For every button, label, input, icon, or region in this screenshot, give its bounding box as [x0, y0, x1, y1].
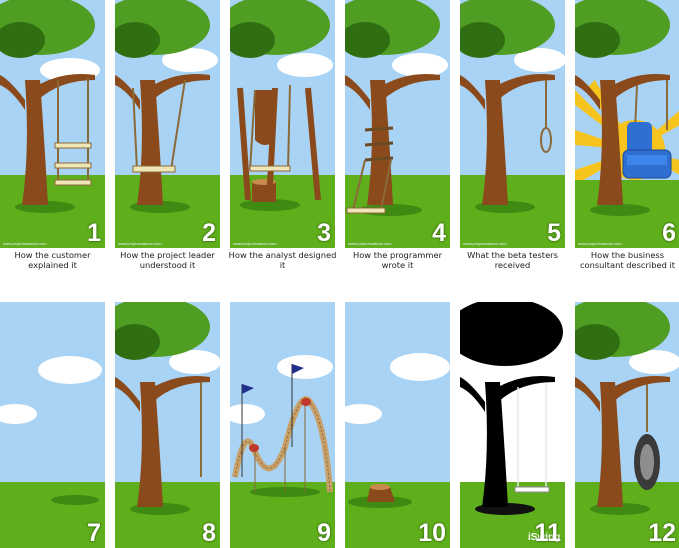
credit-text: www.projectcartoon.com: [578, 241, 622, 246]
credit-text: www.projectcartoon.com: [118, 241, 162, 246]
panel-6: www.projectcartoon.com 6: [575, 0, 679, 248]
panel-2: www.projectcartoon.com 2: [115, 0, 220, 248]
empty-field-illustration: [0, 302, 105, 548]
panel-3: www.projectcartoon.com 3: [230, 0, 335, 248]
tree-swing-illustration: [345, 0, 450, 248]
silhouette-swing-illustration: [460, 302, 565, 548]
tree-stump-illustration: [345, 302, 450, 548]
panel-caption: How the customer explained it: [14, 250, 91, 270]
panel-number: 6: [662, 219, 676, 247]
panel-number: 7: [87, 519, 101, 547]
panel-number: 12: [648, 519, 676, 547]
tree-swing-illustration: [460, 0, 565, 248]
tire-swing-illustration: [575, 302, 679, 548]
panel-10: 10: [345, 302, 450, 548]
panel-number: 11: [534, 519, 561, 547]
panel-8: 8: [115, 302, 220, 548]
panel-1: www.projectcartoon.com 1: [0, 0, 105, 248]
panel-number: 4: [432, 219, 446, 247]
rollercoaster-illustration: [230, 302, 335, 548]
brand-label: iSwing: [528, 532, 561, 543]
panel-9: 9: [230, 302, 335, 548]
panel-number: 2: [202, 219, 216, 247]
panel-5: www.projectcartoon.com 5: [460, 0, 565, 248]
panel-4: www.projectcartoon.com 4: [345, 0, 450, 248]
panel-caption: How the programmer wrote it: [352, 250, 442, 270]
panel-number: 3: [317, 219, 331, 247]
panel-number: 1: [87, 219, 101, 247]
credit-text: www.projectcartoon.com: [348, 241, 392, 246]
panel-caption: How the business consultant described it: [579, 250, 676, 270]
panel-11: iSwing 11: [460, 302, 565, 548]
panel-number: 9: [317, 519, 331, 547]
credit-text: www.projectcartoon.com: [463, 241, 507, 246]
panel-number: 5: [547, 219, 561, 247]
credit-text: www.projectcartoon.com: [3, 241, 47, 246]
tree-swing-illustration: [115, 0, 220, 248]
panel-7: 7: [0, 302, 105, 548]
tree-swing-illustration: [230, 0, 335, 248]
tree-swing-illustration: [115, 302, 220, 548]
tree-swing-illustration: [0, 0, 105, 248]
credit-text: www.projectcartoon.com: [233, 241, 277, 246]
panel-caption: What the beta testers received: [467, 250, 558, 270]
panel-12: 12: [575, 302, 679, 548]
tree-swing-illustration: [575, 0, 679, 248]
panel-number: 10: [418, 519, 446, 547]
panel-number: 8: [202, 519, 216, 547]
panel-caption: How the analyst designed it: [228, 250, 337, 270]
panel-caption: How the project leader understood it: [120, 250, 215, 270]
